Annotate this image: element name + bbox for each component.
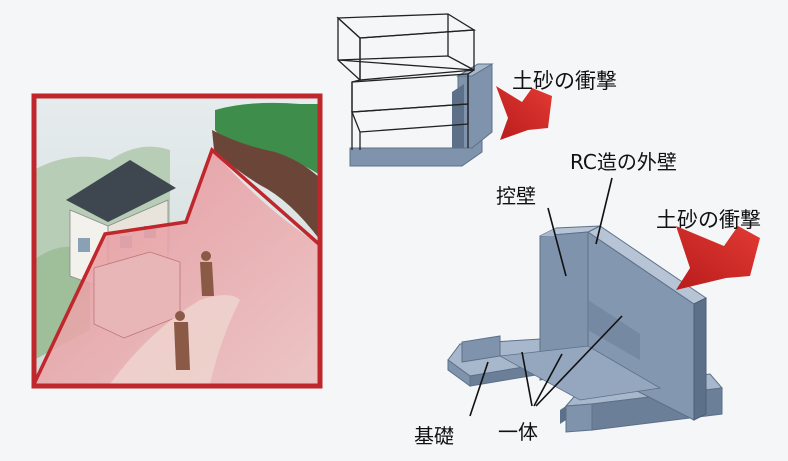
impact-arrow-top — [496, 86, 552, 140]
integrated-label: 一体 — [498, 420, 538, 444]
workers — [174, 251, 214, 370]
rc-wall-model — [447, 225, 723, 433]
impact-label-right: 土砂の衝撃 — [656, 208, 761, 232]
landslide-illustration — [31, 93, 323, 389]
rc-outer-wall-label: RC造の外壁 — [570, 150, 677, 174]
buttress-wall-label: 控壁 — [496, 184, 536, 208]
wireframe-building — [336, 13, 494, 167]
leader-lines — [469, 177, 623, 417]
cliff-face — [212, 130, 320, 240]
impact-arrow-right — [676, 226, 760, 290]
foundation-label: 基礎 — [414, 424, 454, 448]
hill-grass — [215, 102, 320, 175]
hazard-boundary-line — [32, 146, 322, 385]
illustration-frame — [31, 93, 323, 389]
impact-label-top: 土砂の衝撃 — [512, 69, 617, 93]
